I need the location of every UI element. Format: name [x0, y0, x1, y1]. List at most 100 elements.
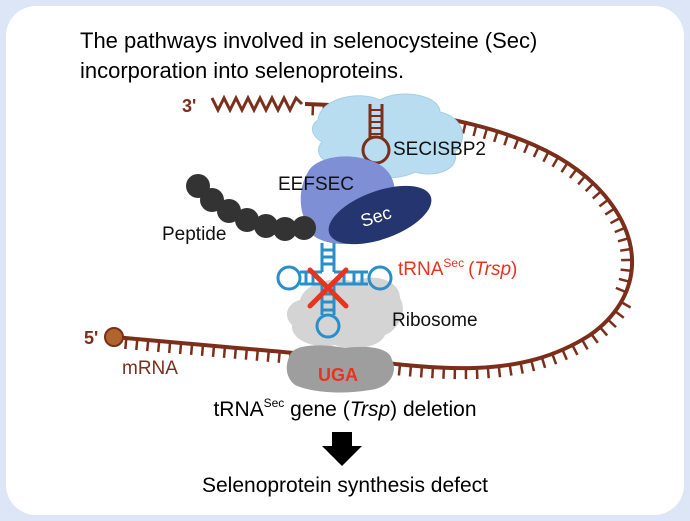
mrna-tick [571, 344, 579, 356]
mrna-tick [620, 268, 632, 273]
mrna-tick [200, 344, 205, 357]
mrna-tick [493, 131, 499, 143]
mrna-tick [461, 122, 467, 134]
mrna-tick [145, 339, 150, 352]
mrna-tick [419, 366, 424, 378]
mrna-tick [244, 348, 249, 360]
mrna-tick [620, 300, 632, 309]
mrna-tick [620, 247, 632, 252]
mrna-tick [609, 216, 621, 225]
figure-title: The pathways involved in selenocysteine … [80, 26, 640, 86]
poly-a-tail [210, 94, 304, 114]
ribosome-small-subunit [286, 345, 394, 393]
mrna-tick [472, 125, 478, 137]
peptide-bead [200, 188, 224, 212]
secis-hairpin-rungs [370, 109, 382, 135]
mrna-tick [277, 351, 281, 363]
peptide-bead [254, 214, 278, 238]
mrna-tick [211, 345, 216, 358]
ribosome-label: Ribosome [392, 310, 478, 331]
mrna-tick [577, 175, 587, 186]
mrna-tick [568, 168, 578, 179]
peptide-bead [273, 217, 297, 241]
ribosome-large-subunit [286, 277, 403, 349]
mrna-tick [397, 364, 402, 376]
secisbp2-label: SECISBP2 [393, 139, 486, 160]
sec-amino-acid [328, 185, 432, 245]
mrna-label: mRNA [122, 358, 178, 379]
mrna-tick [561, 349, 568, 361]
trna-label-base: tRNA [398, 259, 444, 280]
mrna-tick [551, 353, 558, 365]
peptide-label: Peptide [162, 224, 226, 245]
mrna-tick [614, 310, 625, 319]
deletion-caption: tRNASec gene (Trsp) deletion [0, 396, 690, 422]
three-prime-label: 3' [182, 96, 196, 116]
down-arrow-icon [322, 432, 362, 466]
mrna-tick [615, 286, 627, 294]
mrna-tick [189, 343, 194, 356]
mrna-tick [532, 146, 540, 158]
mrna-tick [614, 226, 626, 234]
mrna-tick [255, 349, 260, 361]
mrna-tick [607, 318, 617, 329]
five-prime-label: 5' [84, 328, 98, 348]
mrna-tick [442, 367, 446, 379]
peptide-chain [186, 174, 316, 241]
mrna-tick [591, 190, 602, 200]
mrna-tick [599, 326, 609, 337]
mrna-tick [431, 367, 435, 379]
mrna-tick [222, 346, 227, 358]
caption1-gene: Trsp [349, 398, 391, 421]
mrna-tick [551, 156, 560, 168]
caption1-middle: gene ( [284, 398, 350, 421]
mrna-tick [178, 342, 183, 355]
mrna-tick [486, 367, 490, 379]
mrna-tick [540, 357, 547, 369]
mrna-tick [497, 366, 502, 378]
mrna-tick [135, 338, 139, 351]
mrna-tick [482, 127, 489, 140]
mrna-tick [530, 360, 536, 372]
five-prime-cap [104, 327, 124, 347]
peptide-bead [235, 208, 259, 232]
mrna-tick [618, 277, 630, 283]
mrna-tick [508, 364, 513, 376]
title-line-2: incorporation into selenoproteins. [80, 58, 405, 83]
mrna-tick [408, 365, 413, 377]
mrna-tick [584, 182, 595, 193]
mrna-tick [617, 237, 629, 243]
peptide-bead [292, 216, 316, 240]
deletion-cross-icon [307, 267, 349, 309]
mrna-tick [156, 340, 161, 353]
mrna-tick [519, 362, 524, 374]
result-caption: Selenoprotein synthesis defect [201, 474, 488, 497]
trna-gene-open: ( [468, 259, 475, 280]
trna-sec-label: tRNASec (Trsp) [398, 256, 517, 280]
mrna-tick [523, 142, 530, 154]
peptide-bead [217, 199, 241, 223]
caption1-sup: Sec [263, 396, 285, 410]
caption1-suffix: ) deletion [390, 398, 477, 421]
mrna-tick [233, 347, 238, 359]
mrna-tick [560, 162, 569, 173]
mrna-tick [503, 134, 510, 146]
trna-label-sup: Sec [443, 256, 464, 270]
trna-sec-structure [276, 243, 393, 339]
mrna-tick [266, 350, 271, 362]
caption1-prefix: tRNA [213, 398, 264, 421]
mrna-tick [513, 138, 520, 150]
mrna-tick [542, 151, 550, 163]
mrna-tick [604, 207, 616, 216]
mrna-tick [167, 341, 172, 354]
trna-gene-close: ) [511, 259, 517, 280]
uga-codon-label: UGA [318, 365, 358, 385]
eefsec-label: EEFSEC [278, 174, 354, 195]
trna-gene-name: Trsp [474, 259, 511, 280]
mrna-tick [590, 333, 599, 344]
mrna-tick [124, 337, 128, 350]
card-frame [6, 6, 684, 515]
mrna-tick [581, 339, 589, 351]
mrna-tick [598, 198, 609, 208]
